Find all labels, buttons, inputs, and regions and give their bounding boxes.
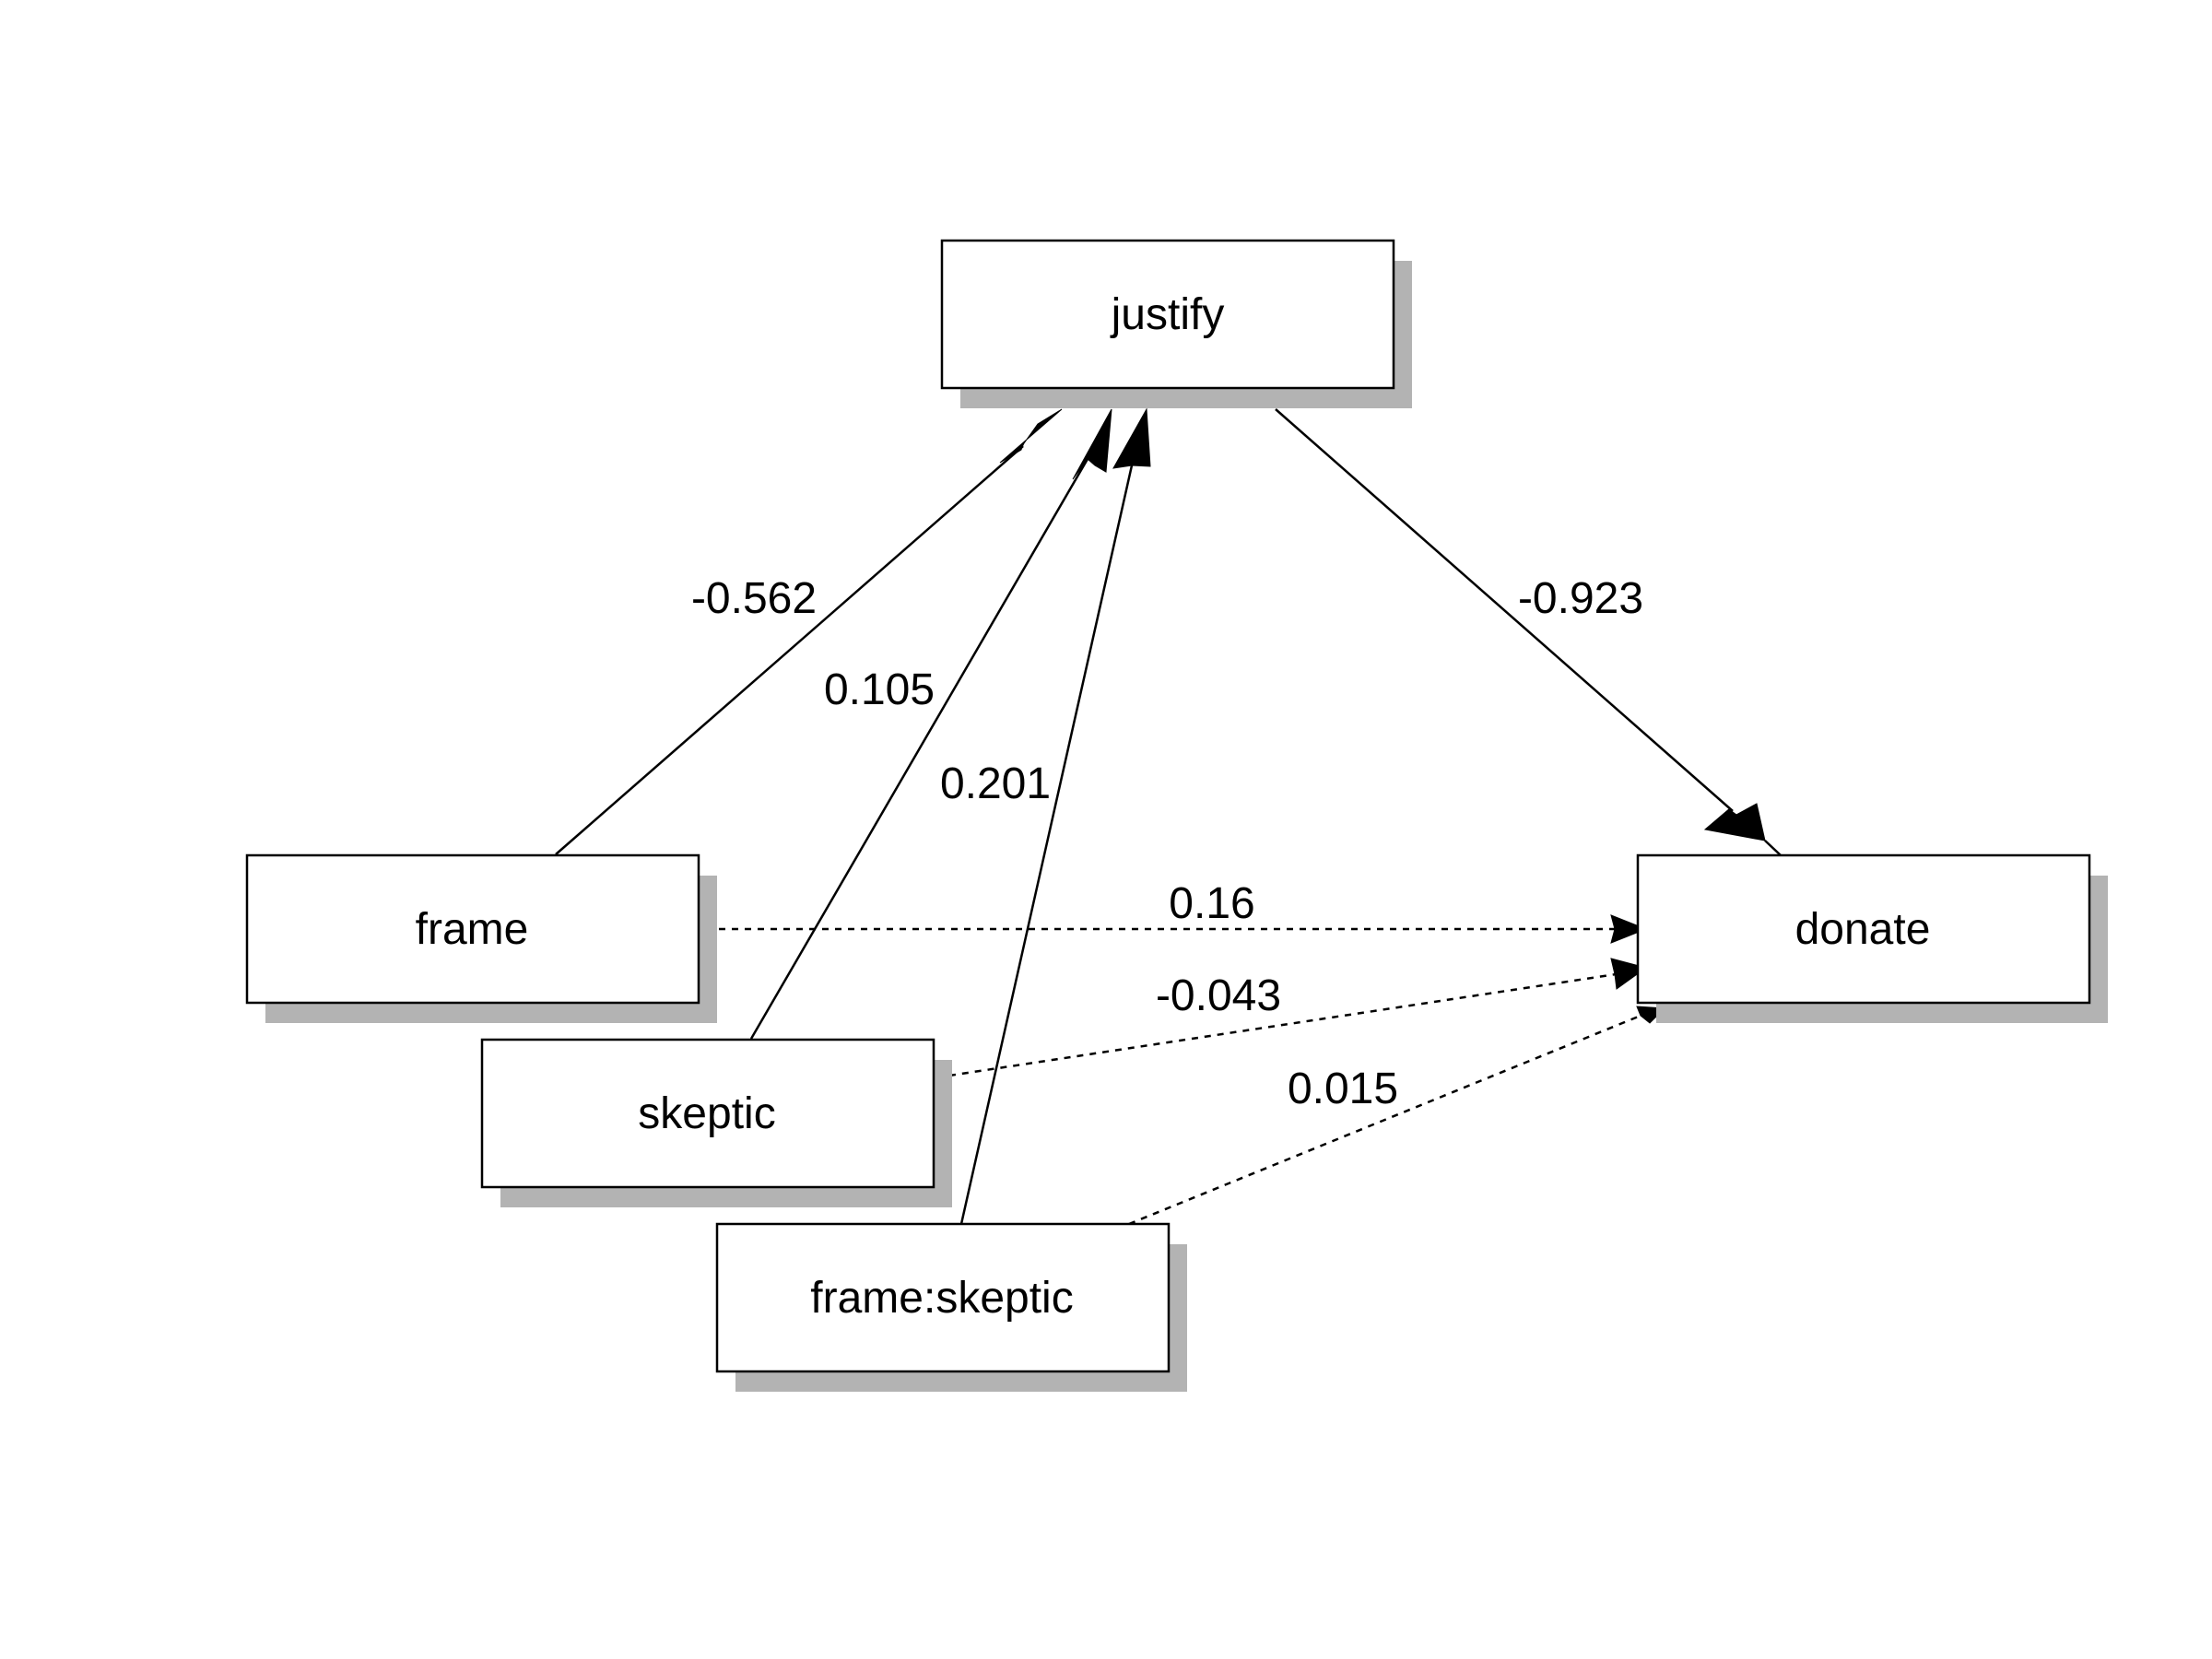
edge-label-frame-skeptic-donate: 0.015 [1288, 1065, 1398, 1113]
node-frame-skeptic: frame:skeptic [715, 1222, 1187, 1392]
node-frame: frame [245, 853, 717, 1023]
node-label-justify: justify [1110, 290, 1225, 339]
node-box [245, 853, 700, 1005]
node-box [1636, 853, 2091, 1005]
edge-frame-skeptic-to-donate [1128, 1014, 1641, 1226]
edge-label-justify-donate: -0.923 [1518, 574, 1643, 623]
edge-labels-layer: -0.562 0.105 0.201 -0.923 0.16 -0.043 0.… [691, 574, 1643, 1113]
node-box [715, 1222, 1171, 1373]
node-justify: justify [940, 239, 1412, 408]
edge-skeptic-to-justify [749, 458, 1089, 1040]
edge-label-frame-skeptic-justify: 0.201 [940, 759, 1051, 808]
edge-skeptic-to-donate [948, 971, 1623, 1077]
edge-label-skeptic-donate: -0.043 [1156, 971, 1281, 1020]
arrowhead-frame-to-donate [1610, 914, 1648, 944]
edge-label-skeptic-justify: 0.105 [824, 665, 935, 714]
arrowhead-frame-to-justify [999, 408, 1063, 464]
node-label-donate: donate [1795, 905, 1931, 954]
edge-justify-to-donate [1275, 408, 1734, 812]
node-box [940, 239, 1395, 390]
edge-label-frame-justify: -0.562 [691, 574, 817, 623]
edge-label-frame-donate: 0.16 [1169, 879, 1254, 928]
node-label-frame: frame [416, 905, 529, 954]
arrowhead-skeptic-to-justify [1072, 408, 1112, 480]
edge-justify-to-donate-tail [1764, 840, 1782, 856]
node-skeptic: skeptic [480, 1038, 952, 1207]
node-box [480, 1038, 935, 1189]
arrowhead-justify-to-donate [1703, 803, 1766, 841]
node-donate: donate [1636, 853, 2108, 1023]
edges-layer [555, 407, 1782, 1226]
node-label-frame-skeptic: frame:skeptic [810, 1274, 1073, 1323]
edge-frame-to-justify [555, 445, 1024, 855]
arrowhead-frame-skeptic-to-justify [1112, 407, 1151, 469]
node-label-skeptic: skeptic [638, 1089, 775, 1138]
edge-frame-skeptic-to-justify [959, 465, 1134, 1225]
